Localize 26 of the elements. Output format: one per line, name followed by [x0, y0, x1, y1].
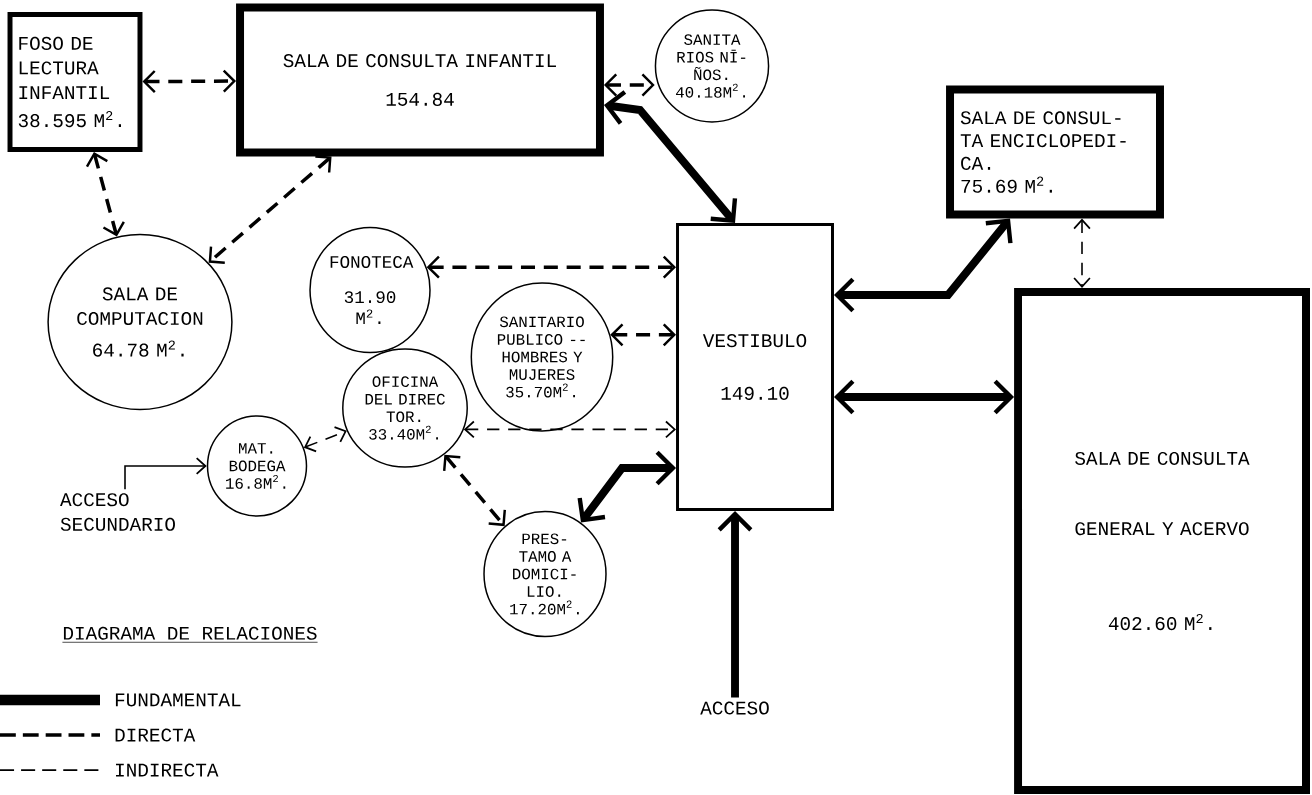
access-label: ACCESO	[700, 701, 769, 715]
arrow	[85, 151, 125, 237]
arrow	[463, 420, 677, 439]
arrow	[834, 379, 1015, 415]
arrow	[303, 426, 347, 453]
room-box: SALA DE CONSUL- TA ENCICLOPEDI- CA. 75.69 M$^{2}$.	[946, 85, 1164, 219]
room-box: VESTIBULO 149.10	[676, 223, 834, 511]
legend-text: INDIRECTA	[116, 763, 219, 777]
arrow	[834, 218, 1013, 313]
arrow	[142, 69, 237, 93]
diagram-title: DIAGRAMA DE RELACIONES	[62, 626, 318, 643]
arrow	[1073, 218, 1091, 289]
access-label: ACCESO SECUNDARIO	[60, 493, 175, 531]
legend-text: DIRECTA	[115, 728, 196, 742]
arrow	[577, 450, 677, 523]
arrow	[208, 155, 332, 264]
arrow	[610, 323, 677, 347]
arrow	[603, 90, 738, 224]
room-box: FOSO DE LECTURA INFANTIL 38.595 M$^{2}$.	[7, 12, 143, 152]
arrow	[124, 457, 207, 491]
room-box: SALA DE CONSULTA INFANTIL 154.84	[236, 3, 604, 157]
room-box: SALA DE CONSULTA GENERAL Y ACERVO 402.60 M$^{2}$.	[1014, 288, 1310, 794]
arrow	[426, 255, 677, 279]
arrow	[442, 454, 506, 527]
legend-text: FUNDAMENTAL	[115, 693, 241, 707]
arrow	[603, 73, 655, 97]
